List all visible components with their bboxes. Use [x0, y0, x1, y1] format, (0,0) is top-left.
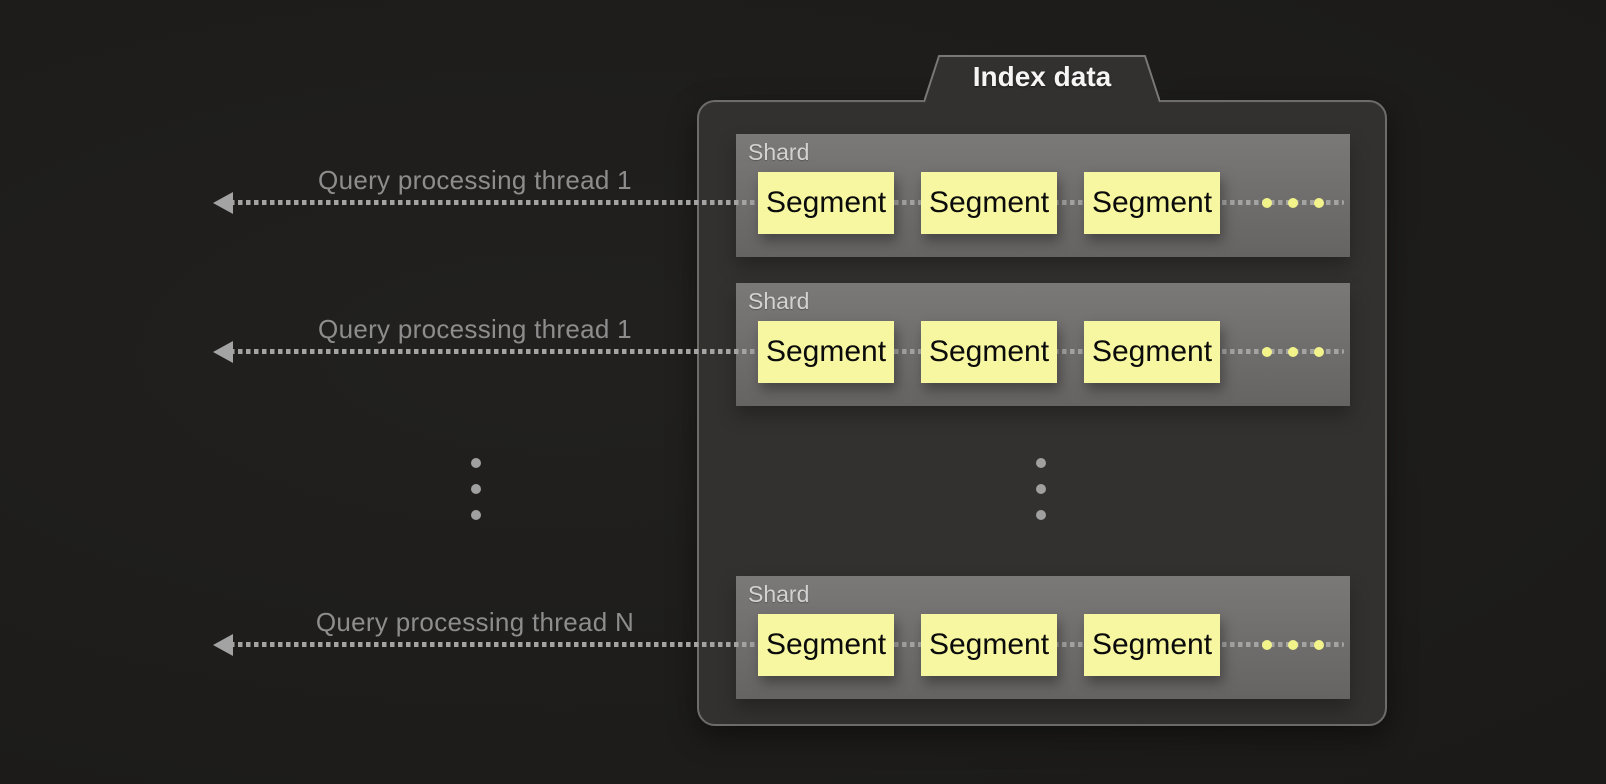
more-segments-dot — [1262, 347, 1272, 357]
vertical-ellipsis-threads — [471, 458, 481, 536]
vertical-ellipsis-shards — [1036, 458, 1046, 536]
segment-box: Segment — [758, 321, 894, 383]
more-segments-dot — [1288, 198, 1298, 208]
shard-label: Shard — [748, 581, 810, 607]
more-segments-dot — [1262, 198, 1272, 208]
more-segments-dot — [1314, 347, 1324, 357]
index-data-tab-label: Index data — [972, 61, 1112, 92]
shard-row-1: Shard Segment Segment Segment — [736, 134, 1350, 257]
segment-box: Segment — [1084, 321, 1220, 383]
thread-label-n: Query processing thread N — [315, 607, 635, 637]
arrow-left-icon — [213, 341, 233, 363]
index-data-panel: Shard Segment Segment Segment Shard Segm… — [697, 100, 1387, 726]
more-segments-dot — [1288, 347, 1298, 357]
more-segments-dot — [1262, 640, 1272, 650]
arrow-left-icon — [213, 634, 233, 656]
more-segments-dot — [1314, 640, 1324, 650]
segment-box: Segment — [758, 614, 894, 676]
segment-box: Segment — [1084, 172, 1220, 234]
index-data-tab — [924, 55, 1160, 106]
arrow-left-icon — [213, 192, 233, 214]
shard-label: Shard — [748, 139, 810, 165]
shard-row-2: Shard Segment Segment Segment — [736, 283, 1350, 406]
more-segments-dot — [1288, 640, 1298, 650]
segment-box: Segment — [758, 172, 894, 234]
shard-label: Shard — [748, 288, 810, 314]
shard-row-n: Shard Segment Segment Segment — [736, 576, 1350, 699]
thread-label-1: Query processing thread 1 — [318, 165, 632, 195]
segment-box: Segment — [921, 172, 1057, 234]
thread-label-2: Query processing thread 1 — [318, 314, 632, 344]
segment-box: Segment — [921, 321, 1057, 383]
more-segments-dot — [1314, 198, 1324, 208]
segment-box: Segment — [1084, 614, 1220, 676]
segment-box: Segment — [921, 614, 1057, 676]
